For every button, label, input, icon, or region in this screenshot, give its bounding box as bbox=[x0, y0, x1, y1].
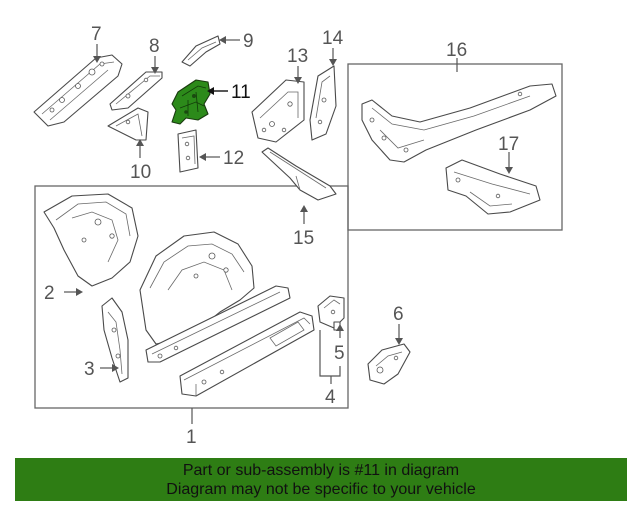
part-2-wheelhouse[interactable] bbox=[43, 193, 139, 287]
arrowhead-15 bbox=[300, 205, 308, 212]
callout-9[interactable]: 9 bbox=[243, 31, 254, 52]
arrowhead-14 bbox=[329, 59, 337, 66]
part-16-rail-assembly[interactable] bbox=[361, 83, 557, 163]
callout-13[interactable]: 13 bbox=[287, 46, 308, 67]
part-12-plate[interactable] bbox=[177, 129, 199, 173]
arrowhead-12 bbox=[199, 153, 206, 161]
callout-16[interactable]: 16 bbox=[446, 40, 467, 61]
vehicle-fitment-banner: Part or sub-assembly is #11 in diagram D… bbox=[15, 458, 627, 501]
banner-line-disclaimer: Diagram may not be specific to your vehi… bbox=[166, 481, 476, 498]
part-13-inner-panel[interactable] bbox=[251, 79, 305, 143]
arrowhead-3 bbox=[112, 364, 119, 372]
callout-8[interactable]: 8 bbox=[149, 36, 160, 57]
callout-5[interactable]: 5 bbox=[334, 343, 345, 364]
part-11-highlighted-bracket[interactable] bbox=[171, 79, 211, 125]
arrowhead-13 bbox=[294, 77, 302, 84]
callout-14[interactable]: 14 bbox=[322, 28, 344, 49]
part-1-apron-assembly[interactable] bbox=[139, 231, 315, 397]
part-15-support[interactable] bbox=[261, 147, 337, 201]
banner-line-part-reference: Part or sub-assembly is #11 in diagram bbox=[182, 462, 460, 479]
arrowhead-8 bbox=[151, 67, 159, 74]
callout-3[interactable]: 3 bbox=[84, 359, 95, 380]
arrowhead-7 bbox=[93, 56, 101, 63]
part-6-mount[interactable] bbox=[367, 343, 411, 385]
part-10-brace[interactable] bbox=[107, 107, 149, 141]
rail-assembly-frame bbox=[347, 63, 563, 231]
arrowhead-5 bbox=[336, 324, 344, 331]
part-14-reinforcement[interactable] bbox=[309, 65, 337, 141]
part-8-bracket[interactable] bbox=[109, 71, 163, 111]
callout-1[interactable]: 1 bbox=[186, 427, 197, 448]
callout-4[interactable]: 4 bbox=[325, 387, 336, 408]
callout-11[interactable]: 11 bbox=[231, 82, 251, 103]
callout-12[interactable]: 12 bbox=[223, 148, 244, 169]
callout-15[interactable]: 15 bbox=[293, 228, 314, 249]
part-7-upper-rail[interactable] bbox=[33, 54, 123, 127]
arrowhead-6 bbox=[395, 338, 403, 345]
part-4-bracket[interactable] bbox=[317, 295, 345, 329]
callout-17[interactable]: 17 bbox=[498, 134, 519, 155]
arrowhead-2 bbox=[76, 288, 83, 296]
arrowhead-17 bbox=[505, 167, 513, 174]
callout-6[interactable]: 6 bbox=[393, 304, 404, 325]
arrowhead-9 bbox=[219, 36, 226, 44]
arrowhead-10 bbox=[136, 139, 144, 146]
part-17-bracket-assembly[interactable] bbox=[445, 159, 541, 215]
part-9-gusset[interactable] bbox=[181, 35, 221, 67]
callout-2[interactable]: 2 bbox=[44, 283, 55, 304]
callout-10[interactable]: 10 bbox=[130, 162, 151, 183]
leader-4-bracket bbox=[319, 330, 341, 377]
part-3-lower-support[interactable] bbox=[101, 297, 129, 383]
callout-7[interactable]: 7 bbox=[91, 24, 102, 45]
arrowhead-11 bbox=[207, 87, 214, 95]
